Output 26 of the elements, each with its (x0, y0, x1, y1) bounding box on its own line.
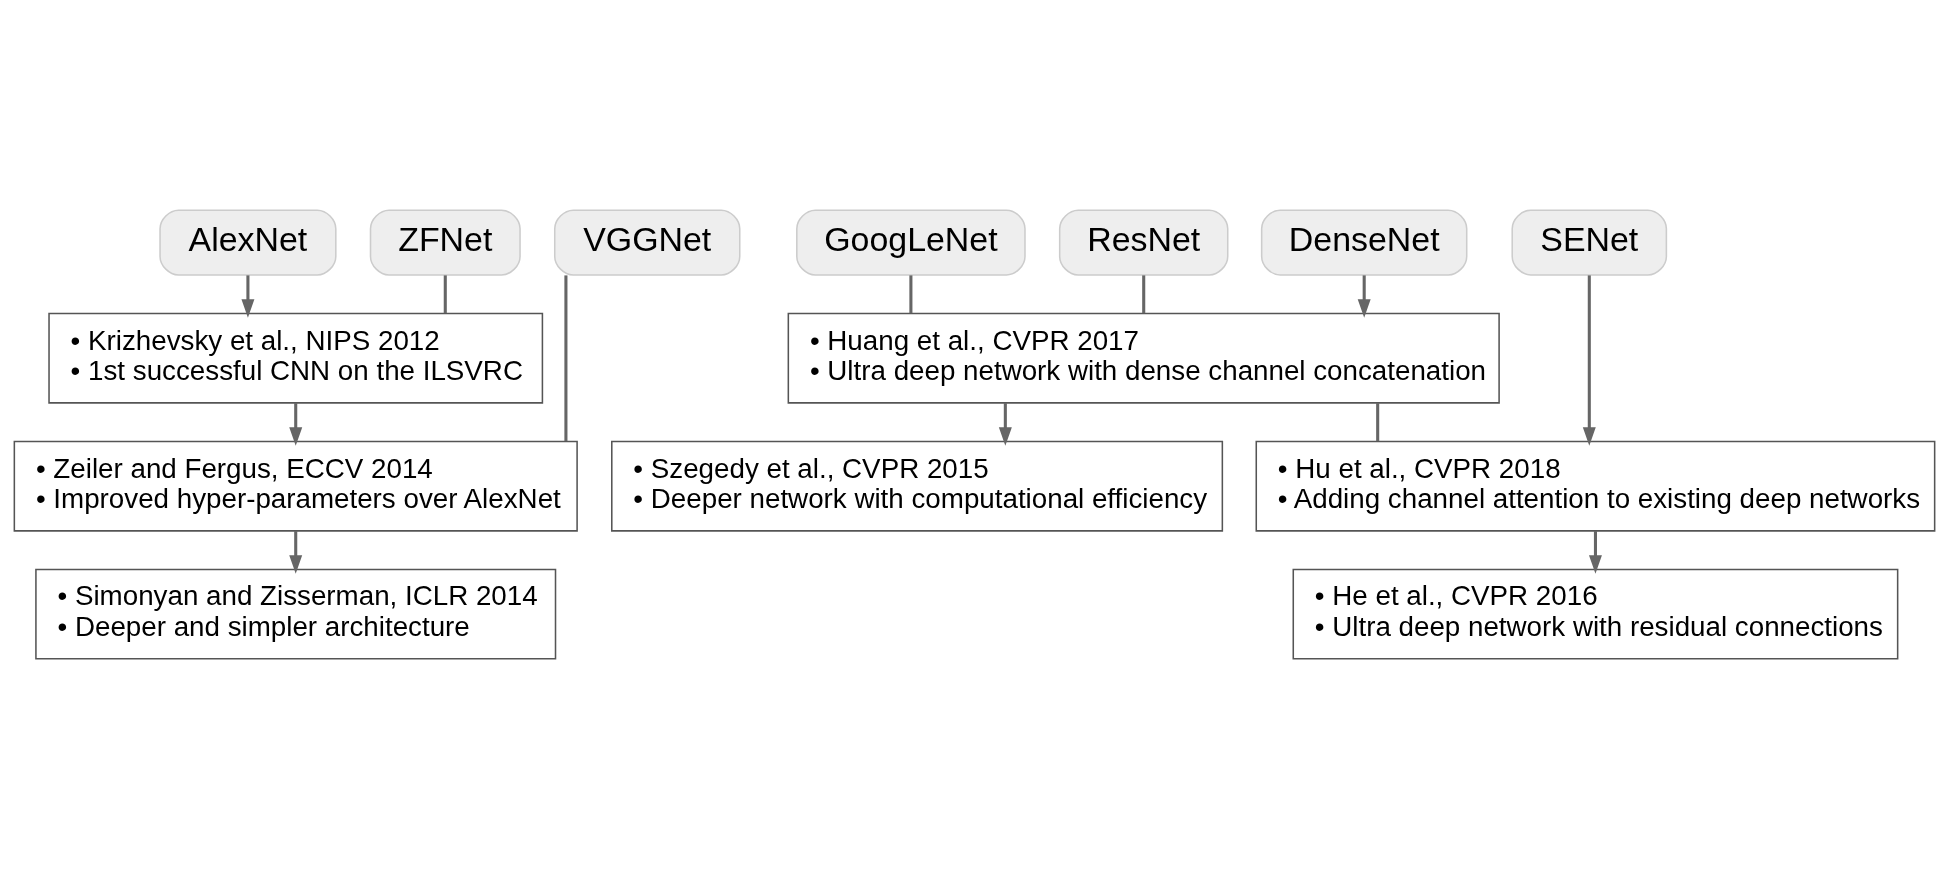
connector (1376, 402, 1380, 442)
arrow (1589, 530, 1602, 574)
node-box: ResNet (1058, 209, 1229, 276)
node-box: • Huang et al., CVPR 2017 • Ultra deep network with dense channel concatenation (787, 312, 1500, 404)
arrow (241, 275, 255, 318)
arrow (289, 402, 303, 446)
arrow (1582, 275, 1596, 446)
connector (909, 275, 913, 314)
node-box: ZFNet (369, 209, 521, 276)
arrow (289, 530, 303, 574)
connector (564, 275, 568, 441)
node-box: • Simonyan and Zisserman, ICLR 2014 • Deeper and simpler architecture (35, 568, 557, 660)
node-box: DenseNet (1260, 209, 1468, 276)
node-box: • Krizhevsky et al., NIPS 2012 • 1st successful CNN on the ILSVRC (48, 312, 544, 404)
node-box: • Zeiler and Fergus, ECCV 2014 • Improved hyper-parameters over AlexNet (13, 440, 578, 532)
node-box: • Szegedy et al., CVPR 2015 • Deeper network with computational efficiency (611, 440, 1224, 532)
node-box: • Hu et al., CVPR 2018 • Adding channel attention to existing deep networks (1255, 440, 1936, 532)
arrow (1357, 275, 1371, 318)
node-box: GoogLeNet (796, 209, 1026, 276)
node-box: AlexNet (159, 209, 337, 276)
arrow (998, 402, 1012, 446)
node-box: SENet (1511, 209, 1668, 276)
node-box: VGGNet (553, 209, 741, 276)
connector (1142, 275, 1146, 314)
connector (443, 275, 447, 314)
node-box: • He et al., CVPR 2016 • Ultra deep network with residual connections (1292, 568, 1899, 660)
